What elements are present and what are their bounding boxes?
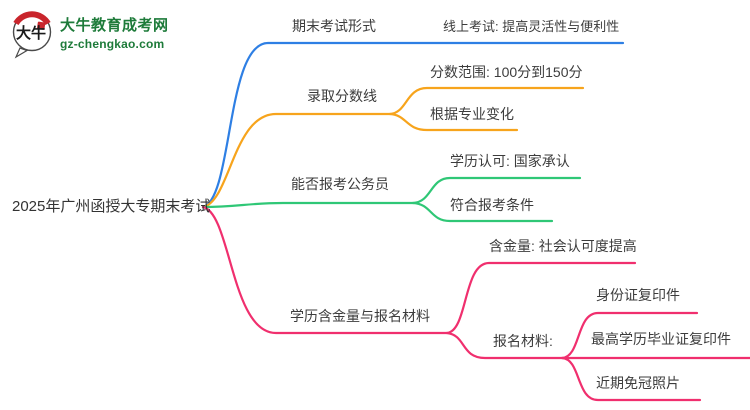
leaf-recent-photo: 近期免冠照片 [596, 375, 680, 391]
connector-materials-idcard [560, 311, 699, 360]
root-topic: 2025年广州函授大专期末考试 [12, 198, 211, 215]
connector-materials-photo [560, 356, 702, 402]
leaf-meets-requirements: 符合报考条件 [450, 197, 534, 213]
connector-materials-value [445, 261, 637, 335]
connector-materials-main [201, 205, 449, 335]
connector-civil-servant-down [411, 201, 554, 223]
connector-admission-score-down [388, 112, 519, 132]
leaf-online-exam: 线上考试: 提高灵活性与便利性 [443, 19, 620, 34]
connector-admission-score-up [388, 86, 585, 116]
branch-exam-format: 期末考试形式 [292, 18, 376, 34]
connector-civil-servant-main [201, 201, 415, 209]
branch-admission-score: 录取分数线 [307, 88, 377, 104]
leaf-id-copy: 身份证复印件 [596, 287, 680, 303]
daniu-logo-icon: 大牛 [12, 11, 52, 59]
connector-admission-score-main [201, 112, 392, 209]
site-logo[interactable]: 大牛 大牛教育成考网 gz-chengkao.com [10, 9, 169, 59]
leaf-varies-by-major: 根据专业变化 [430, 106, 514, 122]
node-registration-materials: 报名材料: [493, 333, 553, 349]
connector-exam-format [201, 41, 625, 209]
leaf-diploma-copy: 最高学历毕业证复印件 [591, 331, 731, 347]
logo-text-block: 大牛教育成考网 gz-chengkao.com [60, 17, 169, 51]
branch-civil-servant: 能否报考公务员 [291, 176, 389, 192]
leaf-degree-recognition: 学历认可: 国家承认 [450, 153, 570, 169]
branch-degree-value-materials: 学历含金量与报名材料 [290, 308, 430, 324]
leaf-score-range: 分数范围: 100分到150分 [430, 64, 583, 80]
connector-materials-node [445, 331, 750, 360]
site-name: 大牛教育成考网 [60, 17, 169, 34]
connector-civil-servant-up [411, 176, 582, 205]
logo-icon-text: 大牛 [16, 24, 46, 42]
leaf-social-recognition: 含金量: 社会认可度提高 [489, 238, 637, 254]
site-url: gz-chengkao.com [60, 36, 165, 51]
